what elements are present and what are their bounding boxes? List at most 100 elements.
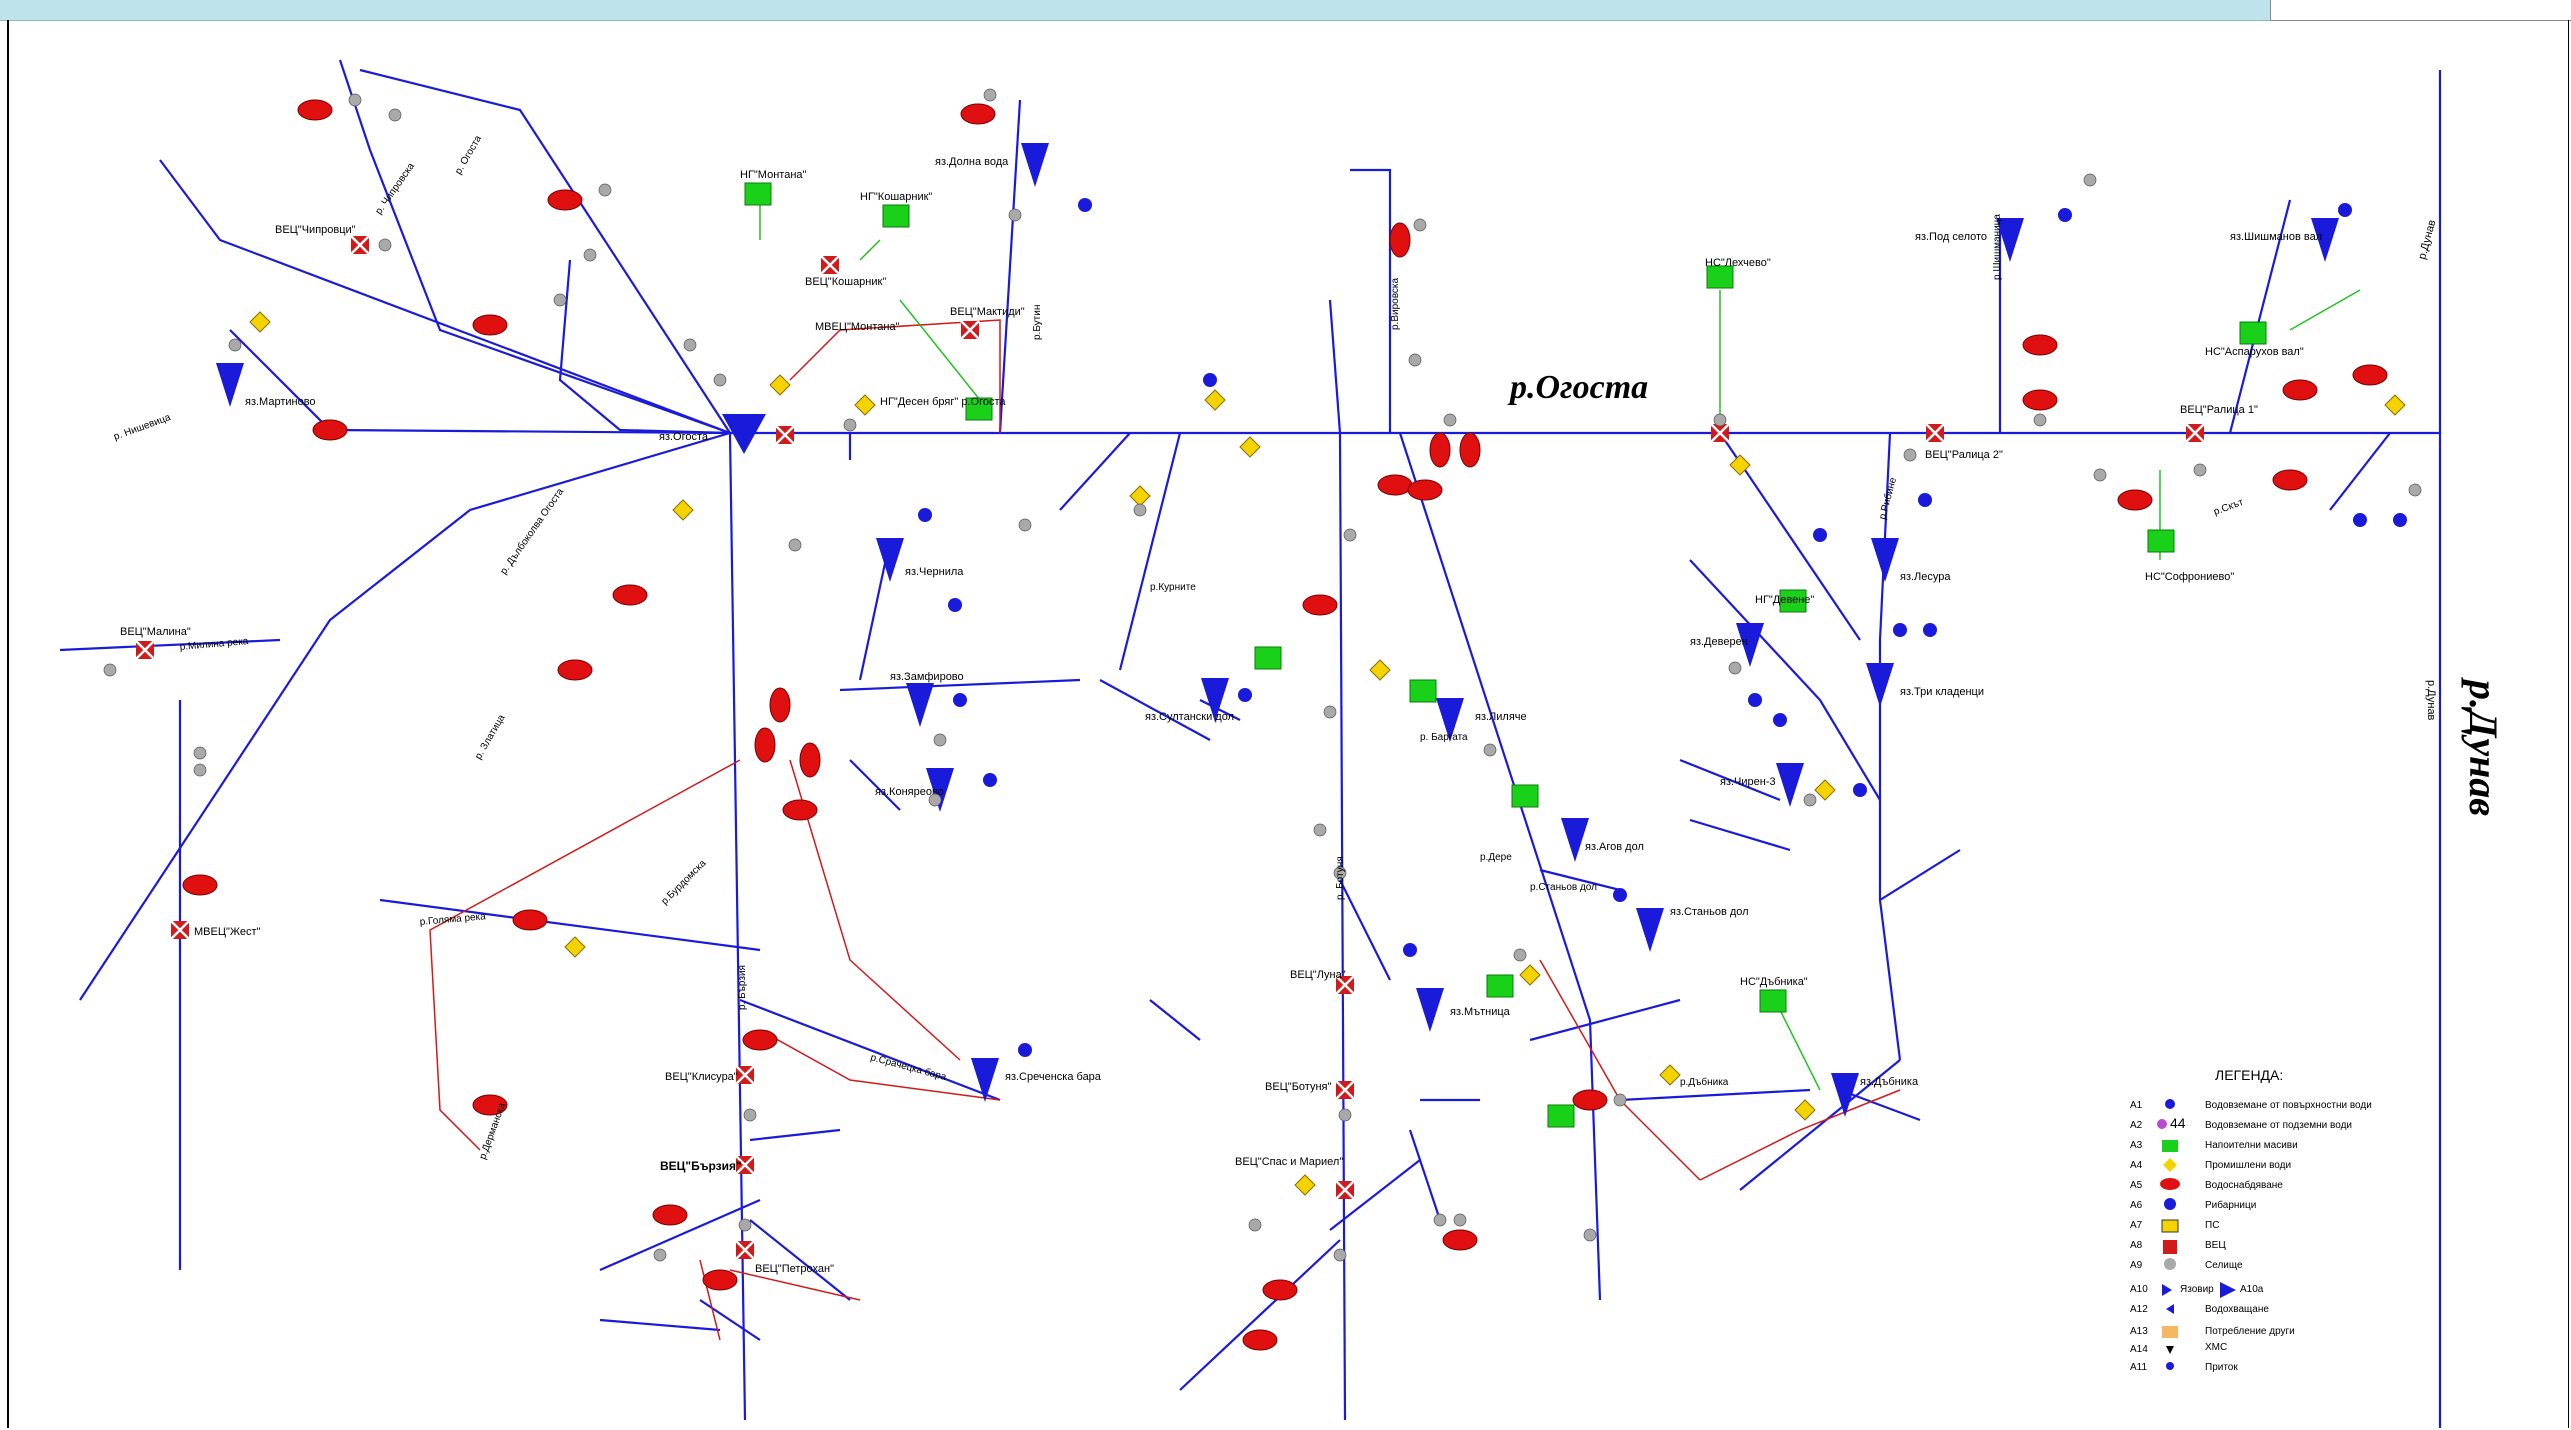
hpp-label: ВЕЦ"Спас и Мариел"	[1235, 1156, 1343, 1168]
reservoir-label: яз.Станьов дол	[1670, 906, 1749, 918]
hpp-label: МВЕЦ"Монтана"	[815, 321, 900, 333]
svg-text:НС"Дъбника": НС"Дъбника"	[1740, 976, 1808, 988]
svg-text:НС"Аспарухов вал": НС"Аспарухов вал"	[2205, 346, 2304, 358]
reservoir-label: яз.Долна вода	[935, 156, 1009, 168]
svg-text:Напоителни масиви: Напоителни масиви	[2205, 1140, 2298, 1151]
reservoir-label: яз.Чирен-3	[1720, 776, 1776, 788]
svg-text:Водоснабдяване: Водоснабдяване	[2205, 1179, 2283, 1191]
svg-text:Язовир: Язовир	[2180, 1284, 2214, 1295]
svg-text:р.Дере: р.Дере	[1480, 852, 1512, 863]
svg-text:А2: А2	[2130, 1120, 2143, 1131]
reservoir-label: яз.Деверен	[1690, 636, 1748, 648]
svg-text:А11: А11	[2130, 1362, 2147, 1373]
svg-text:Потребление други: Потребление други	[2205, 1325, 2295, 1337]
legend: ЛЕГЕНДА: А1 Водовземане от повърхностни в…	[2130, 1067, 2372, 1373]
svg-text:ВЕЦ: ВЕЦ	[2205, 1240, 2226, 1251]
svg-text:Промишлени води: Промишлени води	[2205, 1160, 2291, 1171]
water-supply-points	[182, 99, 2388, 1351]
irrigation-zones: НГ"Монтана" НГ"Кошарник" НГ"Десен бряг" …	[740, 169, 2304, 1128]
reservoir-label: яз.Агов дол	[1585, 841, 1644, 853]
reservoir-label: яз.Мартиново	[245, 396, 316, 408]
hpp-label: ВЕЦ"Ралица 1"	[2180, 404, 2258, 416]
svg-text:А13: А13	[2130, 1326, 2148, 1337]
svg-text:р. Бързия: р. Бързия	[737, 965, 748, 1010]
svg-text:р. Огоста: р. Огоста	[453, 133, 484, 176]
svg-text:р. Ботуня: р. Ботуня	[1335, 856, 1346, 900]
svg-text:Водовземане от подземни води: Водовземане от подземни води	[2205, 1120, 2352, 1131]
svg-text:НС"Лехчево": НС"Лехчево"	[1705, 257, 1771, 269]
svg-text:р.Дъбника: р.Дъбника	[1680, 1076, 1729, 1088]
svg-text:Рибарници: Рибарници	[2205, 1199, 2256, 1211]
svg-text:А10: А10	[2130, 1284, 2148, 1295]
hpp-label: ВЕЦ"Бързия"	[660, 1159, 742, 1173]
hpp-label: ВЕЦ"Чипровци"	[275, 224, 356, 236]
reservoir-label: яз.Среченска бара	[1005, 1071, 1102, 1083]
map-frame	[7, 20, 2569, 1428]
hpp-label: ВЕЦ"Мактиди"	[950, 306, 1025, 318]
hpp-label: ВЕЦ"Клисура"	[665, 1071, 738, 1083]
reservoir-label: яз.Коняреово	[875, 786, 944, 798]
reservoir-label: яз.Замфирово	[890, 671, 964, 683]
svg-text:А12: А12	[2130, 1304, 2148, 1315]
svg-text:р. Нишевица: р. Нишевица	[112, 412, 172, 443]
hpp-label: ВЕЦ"Кошарник"	[805, 276, 886, 288]
svg-text:р.Шишманица: р.Шишманица	[1992, 214, 2003, 280]
settlements	[103, 88, 2422, 1262]
reservoir-label: яз.Лиляче	[1475, 711, 1527, 723]
svg-text:НГ"Кошарник": НГ"Кошарник"	[860, 191, 932, 203]
svg-text:НГ"Десен бряг" р.Огоста: НГ"Десен бряг" р.Огоста	[880, 396, 1006, 408]
hpp-label: ВЕЦ"Луна"	[1290, 969, 1346, 981]
svg-text:ПС: ПС	[2205, 1220, 2219, 1231]
svg-text:А1: А1	[2130, 1100, 2143, 1111]
reservoir-ogosta: яз.Огоста	[659, 414, 766, 454]
reservoir-label: яз.Султански дол	[1145, 711, 1234, 723]
hpp-label: ВЕЦ"Ботуня"	[1265, 1081, 1332, 1093]
canals	[429, 319, 1901, 1341]
svg-text:Приток: Приток	[2205, 1362, 2238, 1373]
svg-text:р.Вировска: р.Вировска	[1390, 277, 1401, 330]
hpp-label: МВЕЦ"Жест"	[194, 926, 261, 938]
hydropower-plants: ВЕЦ"Чипровци" ВЕЦ"Кошарник" МВЕЦ"Монтана…	[120, 224, 2258, 1275]
legend-title: ЛЕГЕНДА:	[2215, 1067, 2283, 1083]
svg-text:А8: А8	[2130, 1240, 2143, 1251]
reservoir-label: яз.Лесура	[1900, 571, 1951, 583]
svg-text:А9: А9	[2130, 1260, 2143, 1271]
reservoir-label: яз.Под селото	[1915, 231, 1987, 243]
industrial-water-points	[249, 311, 2406, 1196]
header-right-box	[2270, 0, 2571, 21]
svg-text:А4: А4	[2130, 1160, 2143, 1171]
svg-text:ХМС: ХМС	[2205, 1342, 2227, 1353]
svg-text:Водовземане от повърхностни во: Водовземане от повърхностни води	[2205, 1100, 2372, 1111]
svg-text:А6: А6	[2130, 1200, 2143, 1211]
svg-text:р.Курните: р.Курните	[1150, 582, 1196, 593]
hpp-label: ВЕЦ"Ралица 2"	[1925, 449, 2003, 461]
svg-text:А10а: А10а	[2240, 1284, 2264, 1295]
svg-text:р.Милина река: р.Милина река	[179, 636, 249, 653]
svg-text:Селище: Селище	[2205, 1260, 2243, 1271]
svg-text:А14: А14	[2130, 1344, 2148, 1355]
reservoir-label: яз.Чернила	[905, 566, 964, 578]
river-danube-small-label: р.Дунав	[2416, 218, 2438, 260]
reservoirs: яз.Огоста яз.Долна вода яз.Мартиново яз.…	[216, 143, 2339, 1117]
fish-farms	[918, 198, 2407, 1057]
river-danube-small-label-2: р.Дунав	[2425, 680, 2437, 721]
svg-text:Водохващане: Водохващане	[2205, 1304, 2269, 1315]
svg-text:р.Скът: р.Скът	[2212, 497, 2245, 518]
reservoir-label: яз.Дъбника	[1860, 1076, 1919, 1088]
hpp-label: ВЕЦ"Петрохан"	[755, 1263, 834, 1275]
svg-text:р. Златица: р. Златица	[473, 713, 508, 762]
svg-text:НГ"Девене": НГ"Девене"	[1755, 594, 1814, 606]
reservoir-label: яз.Шишманов вал	[2230, 231, 2322, 243]
svg-text:44: 44	[2170, 1115, 2186, 1131]
reservoir-ogosta-label: яз.Огоста	[659, 431, 709, 443]
svg-text:р. Чипровска: р. Чипровска	[373, 161, 417, 217]
river-danube-label: р.Дунав	[2461, 677, 2506, 816]
river-ogosta-label: р.Огоста	[1507, 369, 1648, 406]
svg-text:р.Бутин: р.Бутин	[1032, 305, 1043, 340]
reservoir-label: яз.Три кладенци	[1900, 686, 1984, 698]
svg-text:НС"Софрониево": НС"Софрониево"	[2145, 571, 2234, 583]
svg-text:р.Голяма река: р.Голяма река	[419, 911, 486, 928]
svg-text:НГ"Монтана": НГ"Монтана"	[740, 169, 807, 181]
header-bar	[0, 0, 2571, 21]
